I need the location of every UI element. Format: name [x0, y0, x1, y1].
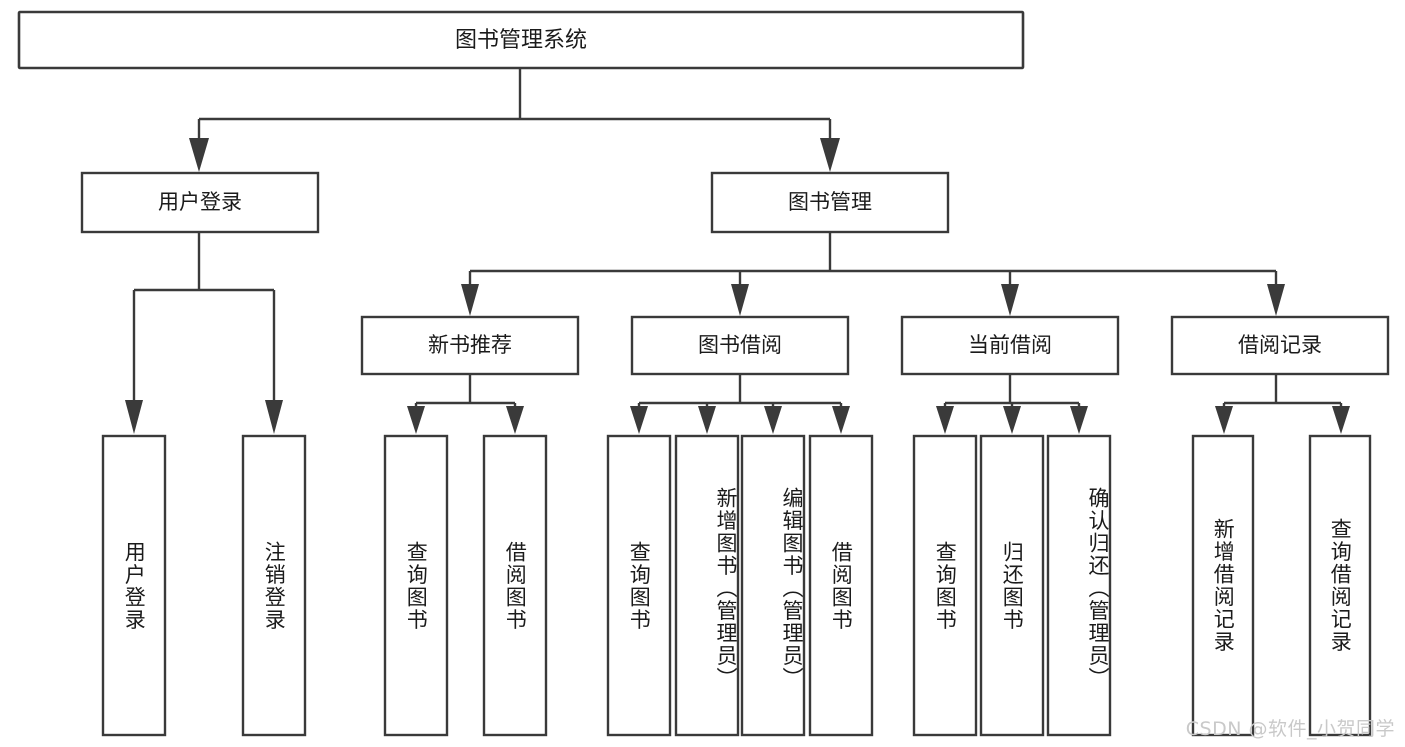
node-user-login[interactable]: 用户登录	[80, 171, 320, 234]
arrowhead-leaf-confirm-return	[1070, 406, 1088, 434]
arrowhead-leaf-borrow-book-2	[832, 406, 850, 434]
node-root-label: 图书管理系统	[455, 28, 587, 53]
node-book-borrow[interactable]: 图书借阅	[630, 315, 850, 376]
arrowhead-leaf-edit-book	[764, 406, 782, 434]
node-leaf-add-book-box[interactable]	[674, 434, 740, 737]
arrowhead-leaf-add-book	[698, 406, 716, 434]
node-leaf-user-login-box[interactable]	[101, 434, 167, 737]
node-current-borrow-label: 当前借阅	[968, 333, 1052, 357]
arrowhead-borrow-record	[1267, 284, 1285, 316]
watermark-text: CSDN @软件_小贺同学	[1185, 718, 1395, 740]
node-book-manage-label: 图书管理	[788, 190, 872, 214]
arrowhead-leaf-query-book-2	[630, 406, 648, 434]
arrowhead-leaf-query-book-3	[936, 406, 954, 434]
node-new-book-recommend-box[interactable]	[360, 315, 580, 376]
arrowhead-leaf-user-login	[125, 400, 143, 434]
arrowhead-new-book-recommend	[461, 284, 479, 316]
node-book-manage[interactable]: 图书管理	[710, 171, 950, 234]
node-new-book-recommend-label: 新书推荐	[428, 333, 512, 357]
node-root-box[interactable]	[17, 10, 1025, 70]
arrowhead-leaf-user-logout	[265, 400, 283, 434]
node-leaf-query-record-box[interactable]	[1308, 434, 1372, 737]
node-leaf-user-logout-box[interactable]	[241, 434, 307, 737]
node-leaf-add-record-box[interactable]	[1191, 434, 1255, 737]
node-leaf-borrow-book-1-box[interactable]	[482, 434, 548, 737]
node-book-borrow-label: 图书借阅	[698, 333, 782, 357]
node-leaf-query-book-3-box[interactable]	[912, 434, 978, 737]
node-leaf-query-book-1-box[interactable]	[383, 434, 449, 737]
node-new-book-recommend[interactable]: 新书推荐	[360, 315, 580, 376]
node-borrow-record-label: 借阅记录	[1238, 333, 1322, 357]
node-user-login-box[interactable]	[80, 171, 320, 234]
node-leaf-borrow-book-2-box[interactable]	[808, 434, 874, 737]
node-leaf-edit-book-box[interactable]	[740, 434, 806, 737]
node-leaf-confirm-return-box[interactable]	[1046, 434, 1112, 737]
arrowhead-current-borrow	[1001, 284, 1019, 316]
arrowhead-leaf-query-record	[1332, 406, 1350, 434]
arrowhead-leaf-query-book-1	[407, 406, 425, 434]
arrowhead-leaf-return-book	[1003, 406, 1021, 434]
node-book-manage-box[interactable]	[710, 171, 950, 234]
arrowhead-book-manage	[820, 138, 840, 172]
node-leaf-query-book-2-box[interactable]	[606, 434, 672, 737]
node-root[interactable]: 图书管理系统	[17, 10, 1025, 70]
node-borrow-record[interactable]: 借阅记录	[1170, 315, 1390, 376]
node-borrow-record-box[interactable]	[1170, 315, 1390, 376]
node-current-borrow-box[interactable]	[900, 315, 1120, 376]
arrowhead-book-borrow	[731, 284, 749, 316]
node-leaf-return-book-box[interactable]	[979, 434, 1045, 737]
arrowhead-leaf-add-record	[1215, 406, 1233, 434]
connector-group	[125, 68, 1350, 434]
arrowhead-user-login	[189, 138, 209, 172]
node-current-borrow[interactable]: 当前借阅	[900, 315, 1120, 376]
node-book-borrow-box[interactable]	[630, 315, 850, 376]
node-user-login-label: 用户登录	[158, 190, 242, 214]
arrowhead-leaf-borrow-book-1	[506, 406, 524, 434]
